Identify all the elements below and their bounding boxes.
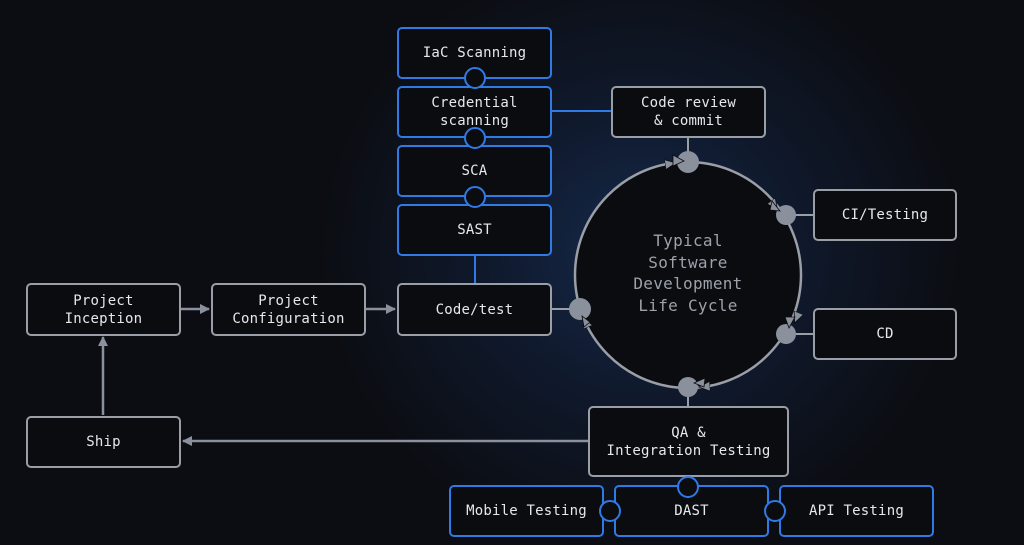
sca-box[interactable]: SCA [397,145,552,197]
code-test-box[interactable]: Code/test [397,283,552,336]
sast-box[interactable]: SAST [397,204,552,256]
code-test-label: Code/test [435,301,514,318]
node-dot-ci [776,205,796,225]
ci-testing-box[interactable]: CI/Testing [813,189,957,241]
api-testing-label: API Testing [809,503,904,519]
arrowhead-1 [672,154,685,167]
cd-box[interactable]: CD [813,308,957,360]
qa-integration-label: QA & Integration Testing [606,424,771,459]
node-dot-review [677,151,699,173]
arrowhead-3 [784,316,796,329]
code-review-label: Code review & commit [641,95,736,129]
credential-scanning-label: Credential scanning [431,95,518,129]
arrowhead-5 [581,315,591,328]
mobile-testing-label: Mobile Testing [466,503,587,519]
node-dot-qa [678,377,698,397]
cd-label: CD [876,326,894,342]
sca-label: SCA [461,163,488,179]
api-testing-box[interactable]: API Testing [779,485,934,537]
dast-box[interactable]: DAST [614,485,769,537]
project-configuration-box[interactable]: Project Configuration [211,283,366,336]
project-configuration-label: Project Configuration [232,292,345,327]
iac-scanning-label: IaC Scanning [422,45,527,61]
lifecycle-center-label: Typical Software Development Life Cycle [633,231,743,315]
sast-label: SAST [457,222,492,238]
iac-scanning-box[interactable]: IaC Scanning [397,27,552,79]
ci-testing-label: CI/Testing [841,207,929,223]
project-inception-label: Project Inception [64,292,143,327]
ship-box[interactable]: Ship [26,416,181,468]
dast-label: DAST [674,503,709,519]
arrowhead-4 [692,377,706,388]
qa-integration-box[interactable]: QA & Integration Testing [588,406,789,477]
ship-label: Ship [86,434,121,450]
node-dot-code [569,298,591,320]
project-inception-box[interactable]: Project Inception [26,283,181,336]
mobile-testing-box[interactable]: Mobile Testing [449,485,604,537]
node-dot-cd [776,324,796,344]
credential-scanning-box[interactable]: Credential scanning [397,86,552,138]
arrowhead-2 [769,200,781,212]
code-review-box[interactable]: Code review & commit [611,86,766,138]
